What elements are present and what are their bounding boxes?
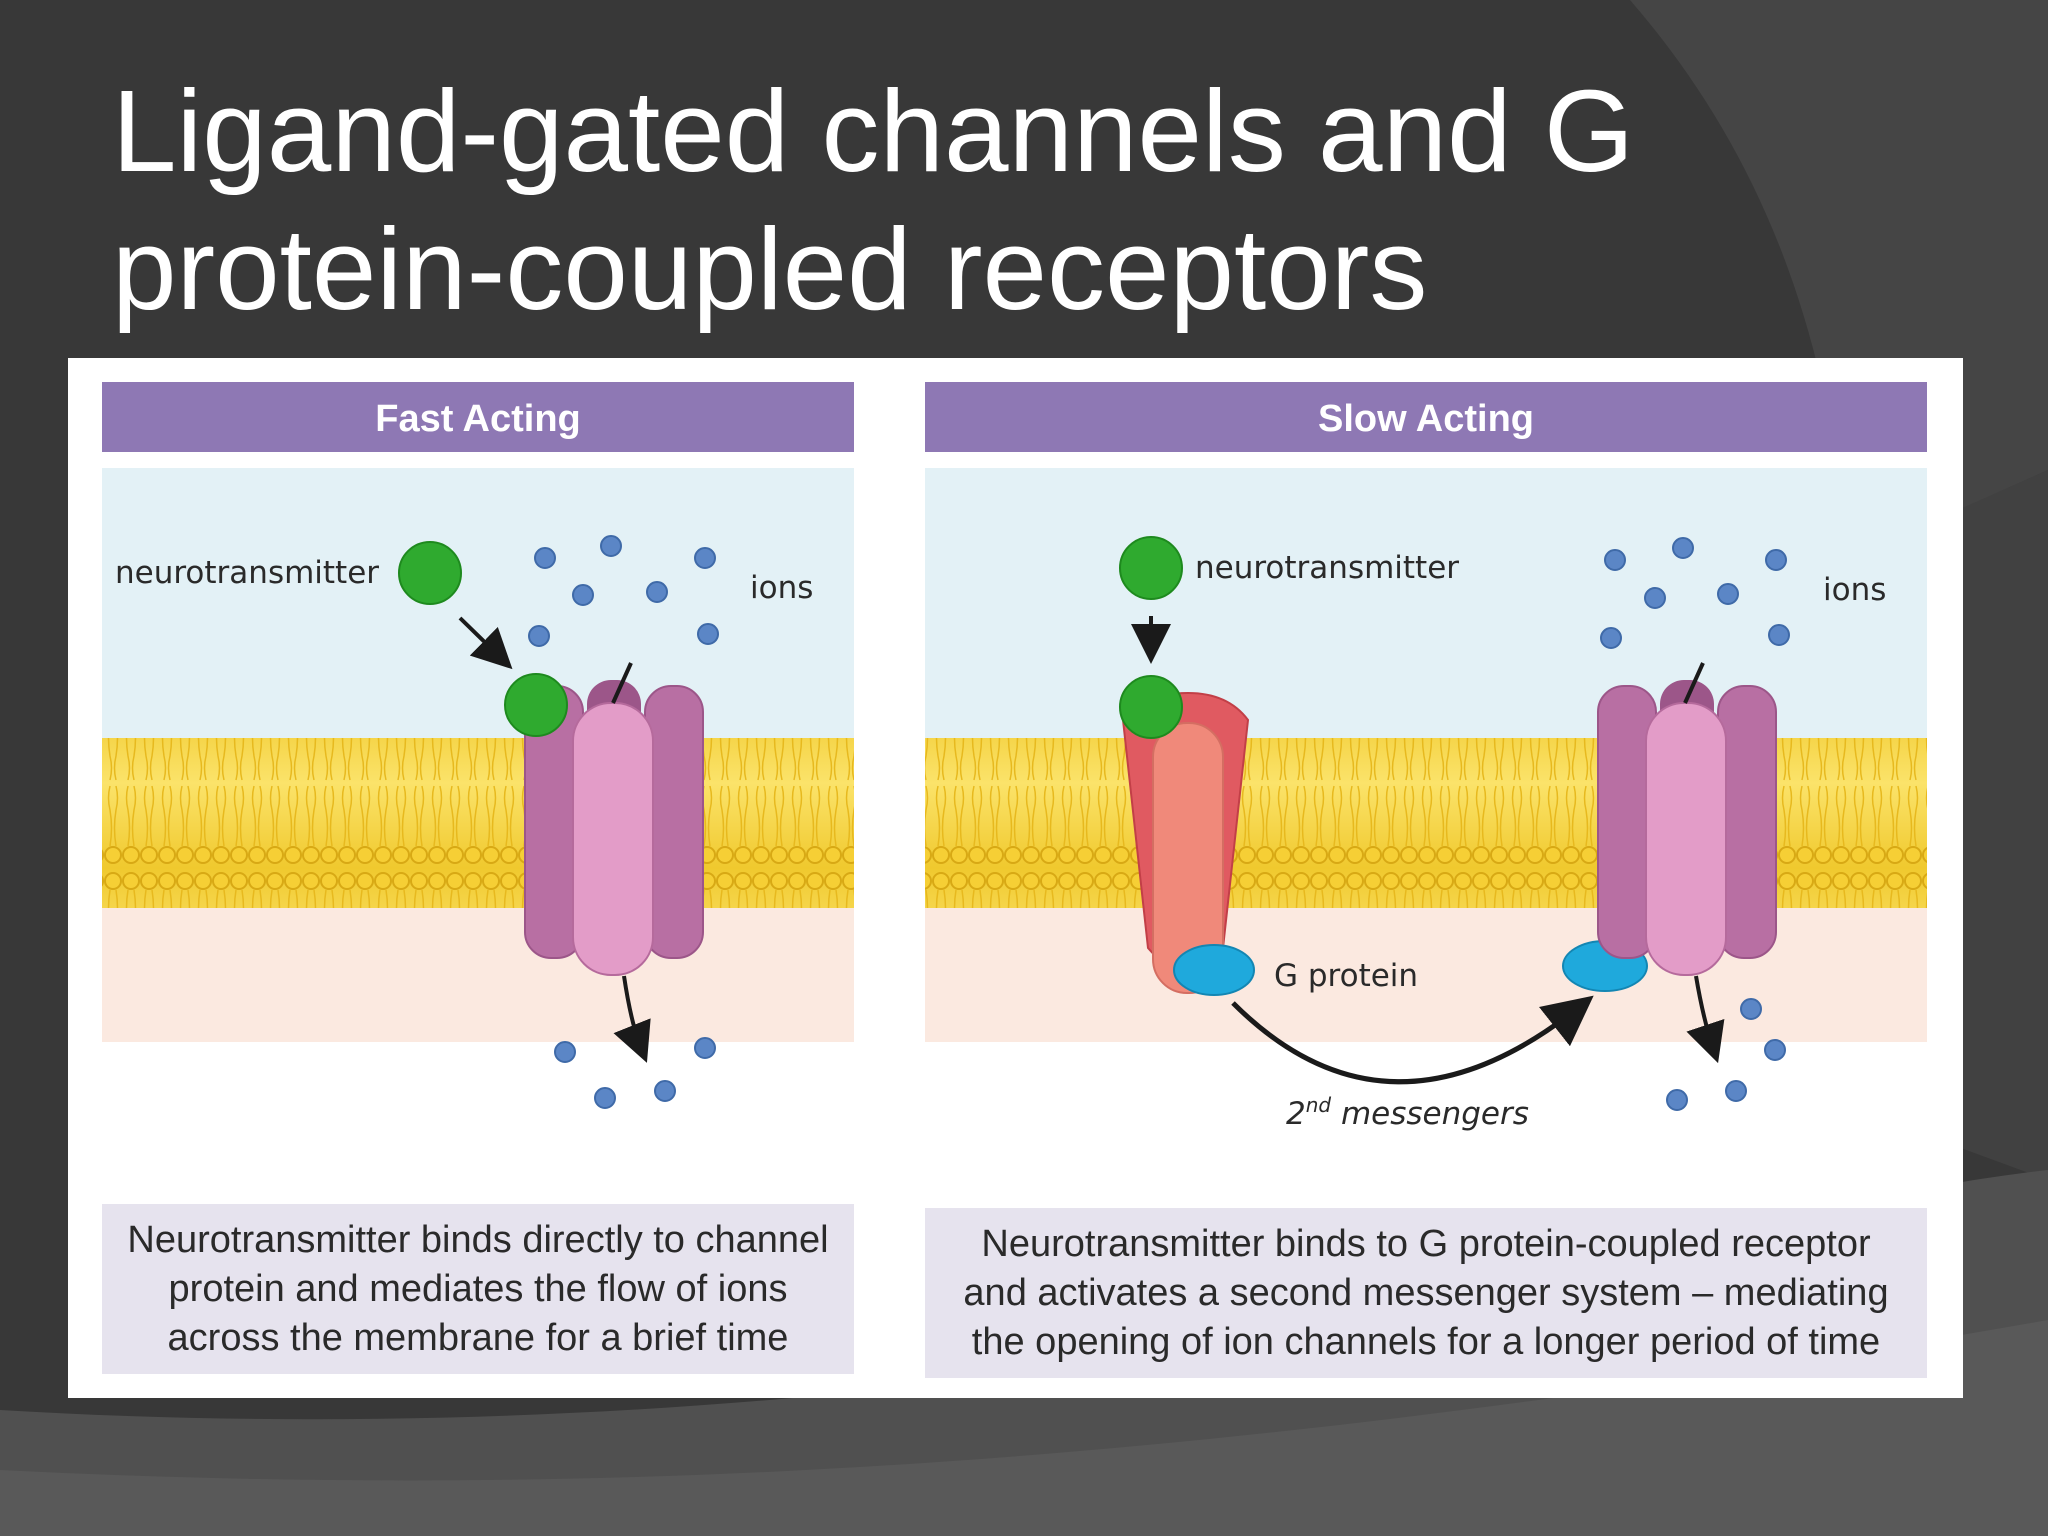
left-ion-flow-arrow (613, 975, 651, 1063)
slide-title-line-1: Ligand-gated channels and G (112, 66, 1635, 196)
right-caption: Neurotransmitter binds to G protein-coup… (925, 1208, 1927, 1378)
left-ions-extracellular (528, 535, 719, 647)
right-ion-channel (1597, 662, 1777, 976)
gpcr-receptor (1121, 691, 1250, 994)
ion (1604, 549, 1626, 571)
ion (1644, 587, 1666, 609)
left-ions-intracellular (554, 1037, 716, 1109)
left-label-neurotransmitter: neurotransmitter (115, 555, 379, 591)
left-header-text: Fast Acting (375, 398, 581, 440)
diagram-figure: Fast Acting neurotransmitter ions (68, 358, 1963, 1398)
ion (594, 1087, 616, 1109)
left-neurotransmitter-bound (504, 673, 568, 737)
left-membrane (102, 738, 854, 908)
ion (1717, 583, 1739, 605)
diagram-canvas: Fast Acting neurotransmitter ions (102, 382, 1927, 1132)
ion (600, 535, 622, 557)
g-protein-receptor-side (1173, 944, 1255, 996)
left-caption-line: protein and mediates the flow of ions (168, 1267, 788, 1310)
label-second-messengers: 2nd messengers (1286, 1093, 1529, 1132)
ion (528, 625, 550, 647)
label-g-protein: G protein (1274, 958, 1418, 994)
right-caption-line: Neurotransmitter binds to G protein-coup… (981, 1222, 1871, 1265)
right-neurotransmitter-bound (1119, 675, 1183, 739)
ion (1740, 998, 1762, 1020)
left-caption: Neurotransmitter binds directly to chann… (102, 1204, 854, 1374)
right-panel: Slow Acting (925, 382, 1927, 1132)
ion (646, 581, 668, 603)
ion (1765, 549, 1787, 571)
right-ions-intracellular (1666, 998, 1786, 1111)
slide-title: Ligand-gated channels and G protein-coup… (112, 62, 1812, 338)
ion (694, 1037, 716, 1059)
left-header-bar (102, 382, 854, 452)
ion (1768, 624, 1790, 646)
right-ions-extracellular (1600, 537, 1790, 649)
ion (694, 547, 716, 569)
right-extracellular (925, 468, 1927, 742)
ion (534, 547, 556, 569)
left-caption-line: across the membrane for a brief time (167, 1316, 789, 1359)
ion (1666, 1089, 1688, 1111)
right-label-neurotransmitter: neurotransmitter (1195, 550, 1459, 586)
left-ion-channel (524, 662, 704, 976)
right-ion-flow-arrow (1686, 975, 1725, 1064)
right-label-ions: ions (1823, 572, 1886, 608)
ion (697, 623, 719, 645)
second-messenger-arrow (1231, 995, 1594, 1085)
left-extracellular (102, 468, 854, 742)
left-binding-arrow (458, 616, 513, 670)
right-header-text: Slow Acting (1318, 398, 1534, 440)
ion (1672, 537, 1694, 559)
ion (1600, 627, 1622, 649)
ion (554, 1041, 576, 1063)
left-caption-line: Neurotransmitter binds directly to chann… (127, 1218, 829, 1261)
right-neurotransmitter-free (1119, 536, 1183, 600)
right-header-bar (925, 382, 1927, 452)
ion (1764, 1039, 1786, 1061)
right-caption-line: and activates a second messenger system … (963, 1271, 1889, 1314)
ion (572, 584, 594, 606)
left-panel: Fast Acting neurotransmitter ions (102, 382, 854, 1109)
right-caption-line: the opening of ion channels for a longer… (971, 1320, 1881, 1363)
left-neurotransmitter-free (398, 541, 462, 605)
left-label-ions: ions (750, 570, 813, 606)
ion (654, 1080, 676, 1102)
slide-title-line-2: protein-coupled receptors (112, 204, 1428, 334)
ion (1725, 1080, 1747, 1102)
